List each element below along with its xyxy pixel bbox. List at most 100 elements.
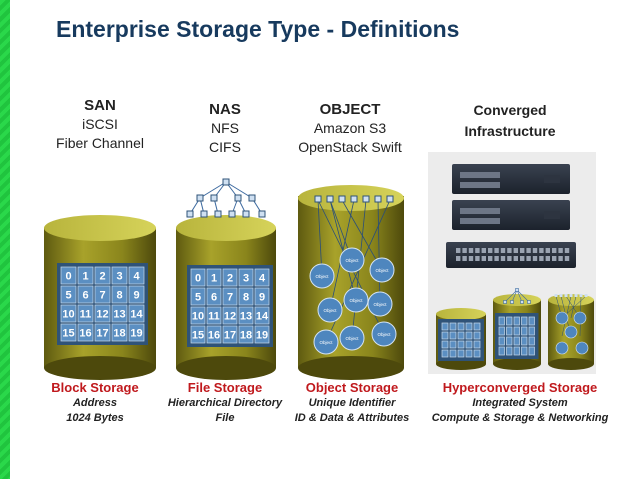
- block-grid-number: 5: [65, 289, 71, 301]
- switch-port: [462, 256, 467, 261]
- file-grid-number: 18: [240, 329, 252, 341]
- file-grid-cell: [238, 306, 254, 325]
- file-tree-node: [242, 210, 250, 218]
- switch-port: [475, 256, 480, 261]
- file-grid-number: 15: [192, 329, 204, 341]
- file-tree-node: [200, 210, 208, 218]
- switch-port: [494, 248, 499, 253]
- nfs-label: NFS: [211, 120, 239, 136]
- file-grid-number: 0: [195, 272, 201, 284]
- file-grid-number: 7: [227, 291, 233, 303]
- file-tree-node: [222, 178, 230, 186]
- file-grid-cell: [206, 325, 222, 344]
- mini-file-grid-cell: [506, 336, 513, 346]
- file-tree-node: [234, 194, 242, 202]
- mini-block-grid-cell: [441, 340, 449, 349]
- file-tree-node: [214, 210, 222, 218]
- file-grid-number: 10: [192, 310, 204, 322]
- switch-port: [545, 256, 550, 261]
- object-key-node: [350, 195, 358, 203]
- file-grid-number: 19: [256, 329, 268, 341]
- mini-file-grid-cell: [498, 316, 505, 326]
- file-grid-number: 6: [211, 291, 217, 303]
- block-grid-number: 12: [96, 308, 108, 320]
- mini-block-grid-cell: [449, 322, 457, 331]
- file-grid-cell: [206, 287, 222, 306]
- mini-block-grid-cell: [457, 331, 465, 340]
- mini-block-grid-cell: [449, 331, 457, 340]
- block-grid-cell: [77, 266, 94, 285]
- file-tree-node: [210, 194, 218, 202]
- file-tree-node: [228, 210, 236, 218]
- block-grid-number: 8: [116, 289, 122, 301]
- page-title: Enterprise Storage Type - Definitions: [56, 16, 460, 42]
- switch-port: [475, 248, 480, 253]
- switch-port: [507, 248, 512, 253]
- block-grid-cell: [94, 304, 111, 323]
- hyperconverged-desc-1: Integrated System: [472, 397, 568, 409]
- hyperconverged-desc-2: Compute & Storage & Networking: [431, 412, 609, 424]
- mini-file-grid-cell: [513, 326, 520, 336]
- openstack-swift-label: OpenStack Swift: [298, 139, 402, 155]
- switch-port: [456, 248, 461, 253]
- file-grid-number: 8: [243, 291, 249, 303]
- switch-port: [468, 248, 474, 253]
- mini-block-grid-cell: [465, 340, 473, 349]
- file-tree-node: [186, 210, 194, 218]
- cifs-label: CIFS: [209, 139, 241, 155]
- object-bubble-label: Object: [377, 332, 391, 337]
- object-key-node: [338, 195, 346, 203]
- switch-port: [545, 248, 550, 253]
- file-grid-number: 4: [259, 272, 266, 284]
- file-grid-cell: [222, 287, 238, 306]
- block-grid-number: 11: [80, 308, 92, 320]
- block-grid-cell: [77, 323, 94, 342]
- file-grid-cell: [254, 287, 270, 306]
- file-grid-number: 13: [240, 310, 252, 322]
- mini-file-grid-cell: [506, 316, 513, 326]
- object-label: OBJECT: [319, 101, 381, 118]
- converged-label: Converged: [473, 102, 547, 118]
- fiber-channel-label: Fiber Channel: [56, 135, 144, 151]
- object-bubble: [343, 287, 369, 313]
- block-grid-number: 15: [62, 327, 74, 339]
- mini-block-grid-cell: [473, 340, 481, 349]
- mini-file-grid-cell: [528, 326, 535, 336]
- object-key-node: [374, 195, 382, 203]
- object-key-node: [362, 195, 370, 203]
- object-storage-caption: Object Storage Unique Identifier ID & Da…: [287, 380, 417, 426]
- switch-port: [564, 248, 570, 253]
- switch-port: [526, 256, 531, 261]
- block-grid-cell: [60, 304, 77, 323]
- mini-file-grid-cell: [513, 336, 520, 346]
- file-grid-number: 1: [211, 272, 217, 284]
- file-grid-cell: [254, 306, 270, 325]
- block-storage-title: Block Storage: [51, 380, 139, 395]
- file-grid-cell: [238, 325, 254, 344]
- mini-block-grid-cell: [457, 349, 465, 358]
- object-storage-title: Object Storage: [305, 380, 399, 395]
- file-grid-cell: [190, 306, 206, 325]
- network-switch-icon: [446, 242, 576, 268]
- converged-header: Converged Infrastructure: [440, 100, 580, 142]
- mini-block-grid-cell: [465, 331, 473, 340]
- switch-port: [500, 248, 506, 253]
- block-grid-cell: [60, 285, 77, 304]
- mini-block-grid-cell: [473, 331, 481, 340]
- block-grid-cell: [111, 266, 128, 285]
- file-grid-number: 3: [243, 272, 249, 284]
- object-bubble: [313, 329, 339, 355]
- mini-block-grid-cell: [449, 349, 457, 358]
- mini-block-grid-cell: [457, 340, 465, 349]
- mini-file-grid-cell: [498, 326, 505, 336]
- object-bubble-label: Object: [315, 274, 329, 279]
- mini-block-grid-cell: [465, 322, 473, 331]
- mini-block-grid-cell: [441, 349, 449, 358]
- mini-object-cylinder: [548, 294, 594, 370]
- server-rack-icon: [452, 164, 570, 230]
- mini-block-grid-cell: [473, 349, 481, 358]
- file-grid-cell: [254, 325, 270, 344]
- mini-object-key: [554, 294, 558, 297]
- mini-object-bubble: [575, 341, 589, 355]
